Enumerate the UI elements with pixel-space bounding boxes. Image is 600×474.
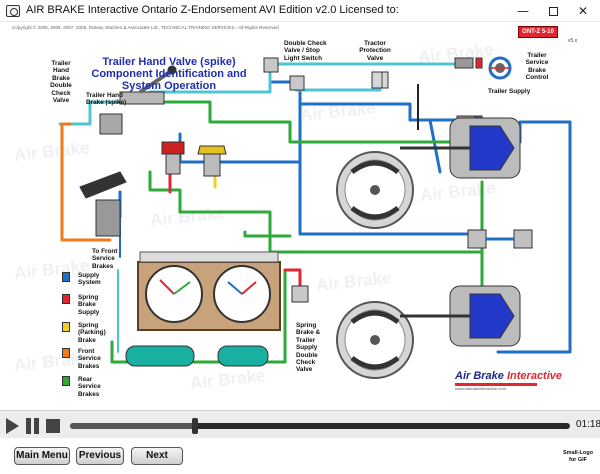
progress-thumb[interactable] — [192, 418, 198, 434]
rear-service-line — [148, 170, 182, 214]
progress-track[interactable] — [70, 418, 570, 434]
spring-brake-double-check-valve — [291, 285, 309, 303]
label-to-front-service-brakes: To Front Service Brakes — [92, 248, 118, 270]
brake-drum-upper — [336, 151, 414, 229]
air-reservoirs — [125, 345, 269, 367]
label-double-check-stop-light: Double Check Valve / Stop Light Switch — [284, 40, 327, 62]
diagram-title: Trailer Hand Valve (spike) Component Ide… — [91, 56, 247, 92]
trailer-control-line — [58, 110, 92, 126]
brake-drum-lower — [336, 301, 414, 379]
brake-chamber-upper — [400, 117, 521, 179]
relay-valves — [467, 229, 533, 249]
trailer-control-line — [294, 80, 382, 92]
play-button[interactable] — [6, 418, 19, 434]
dash-control-valves — [161, 141, 227, 177]
trailer-service-control-gauge — [488, 56, 512, 80]
trailer-control-line — [88, 62, 472, 114]
small-logo-link[interactable]: Small-Logo for GIF — [563, 450, 593, 463]
legend-swatch — [62, 294, 70, 304]
media-player-bar: 01:18 — [0, 410, 600, 438]
double-check-valve — [263, 57, 389, 91]
legend-swatch — [62, 272, 70, 282]
stop-button[interactable] — [46, 419, 60, 433]
copyright-text: Copyright © 2005, 2006, 2007, 2008, Duba… — [12, 25, 279, 30]
label-trailer-supply: Trailer Supply — [488, 88, 531, 95]
trailer-hand-valve — [99, 65, 177, 135]
rear-service-line — [128, 100, 472, 144]
window-title: AIR BRAKE Interactive Ontario Z-Endorsem… — [26, 4, 399, 16]
previous-button[interactable]: Previous — [76, 447, 124, 465]
supply-line — [298, 160, 482, 236]
dual-air-gauge — [137, 251, 281, 331]
foot-brake-valve — [79, 171, 127, 237]
app-icon — [6, 5, 20, 17]
maximize-icon — [548, 7, 558, 16]
air-brake-diagram — [58, 56, 572, 379]
version-badge: ONT-Z 5-10 — [518, 26, 558, 38]
supply-line — [428, 118, 442, 174]
next-button[interactable]: Next — [131, 447, 183, 465]
brake-chamber-lower — [400, 285, 521, 347]
lesson-content: Copyright © 2005, 2006, 2007, 2008, Duba… — [0, 22, 600, 410]
elapsed-time: 01:18 — [576, 419, 600, 430]
legend-swatch — [62, 322, 70, 332]
legend-swatch — [62, 376, 70, 386]
label-trailer-service-brake-control: Trailer Service Brake Control — [525, 52, 549, 82]
main-menu-button[interactable]: Main Menu — [14, 447, 70, 465]
label-tractor-protection-valve: Tractor Protection Valve — [359, 40, 391, 62]
rear-service-line — [243, 230, 292, 238]
close-button[interactable]: ✕ — [577, 4, 589, 18]
label-trailer-hand-brake-dcv: Trailer Hand Brake Double Check Valve — [50, 60, 72, 105]
window-titlebar: AIR BRAKE Interactive Ontario Z-Endorsem… — [0, 0, 600, 22]
label-trailer-hand-brake-spike: Trailer Hand Brake (spike) — [86, 92, 127, 107]
label-spring-brake-trailer-supply-dcv: Spring Brake & Trailer Supply Double Che… — [296, 322, 321, 374]
lesson-navigation: Main Menu Previous Next Small-Logo for G… — [0, 438, 600, 474]
front-service-line — [60, 122, 112, 242]
minimize-button[interactable]: — — [517, 4, 529, 18]
rear-service-line — [110, 268, 287, 364]
maximize-button[interactable] — [538, 0, 568, 22]
legend-swatch — [62, 348, 70, 358]
air-brake-interactive-logo: Air Brake Interactive www.airbrakeintera… — [455, 370, 563, 391]
progress-fill — [70, 423, 195, 429]
spring-supply-line — [283, 268, 302, 290]
pause-button[interactable] — [26, 418, 40, 434]
version-number: v5.x — [568, 38, 578, 44]
